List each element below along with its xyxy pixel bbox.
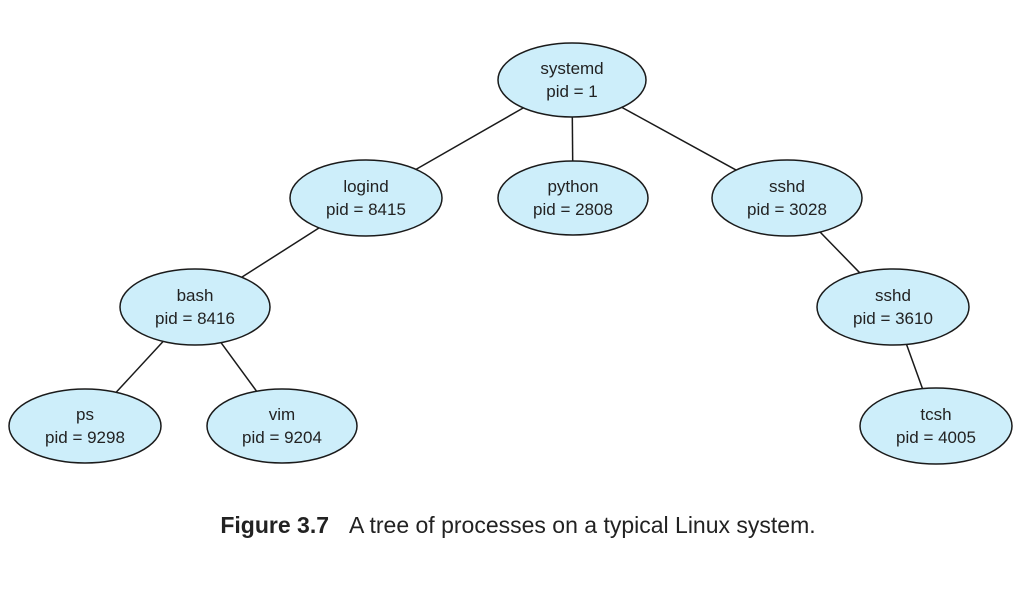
process-name: logind (343, 177, 388, 196)
process-pid: pid = 2808 (533, 200, 613, 219)
process-pid: pid = 8416 (155, 309, 235, 328)
process-node-ellipse (497, 160, 649, 236)
process-name: bash (177, 286, 214, 305)
edge-sshd-3028-to-sshd-3610 (819, 231, 861, 274)
process-node-ellipse (711, 159, 863, 237)
process-name: vim (269, 405, 295, 424)
process-node-ellipse (816, 268, 970, 346)
process-node-tcsh: tcsh pid = 4005 (859, 387, 1013, 465)
process-node-systemd: systemd pid = 1 (497, 42, 647, 118)
process-node-logind: logind pid = 8415 (289, 159, 443, 237)
edge-systemd-to-sshd-3028 (621, 106, 737, 171)
process-pid: pid = 3028 (747, 200, 827, 219)
process-pid: pid = 9204 (242, 428, 322, 447)
tree-edges (115, 106, 924, 393)
process-pid: pid = 9298 (45, 428, 125, 447)
process-name: sshd (769, 177, 805, 196)
process-node-sshd-3610: sshd pid = 3610 (816, 268, 970, 346)
process-name: tcsh (920, 405, 951, 424)
process-name: systemd (540, 59, 603, 78)
process-node-bash: bash pid = 8416 (119, 268, 271, 346)
process-node-ps: ps pid = 9298 (8, 388, 162, 464)
process-pid: pid = 3610 (853, 309, 933, 328)
process-name: sshd (875, 286, 911, 305)
process-node-vim: vim pid = 9204 (206, 388, 358, 464)
edge-systemd-to-logind (415, 107, 524, 171)
figure-caption-text: A tree of processes on a typical Linux s… (349, 512, 816, 538)
process-node-sshd-3028: sshd pid = 3028 (711, 159, 863, 237)
process-name: ps (76, 405, 94, 424)
process-name: python (547, 177, 598, 196)
process-node-ellipse (289, 159, 443, 237)
process-node-ellipse (497, 42, 647, 118)
process-pid: pid = 8415 (326, 200, 406, 219)
process-pid: pid = 4005 (896, 428, 976, 447)
figure-caption: Figure 3.7 A tree of processes on a typic… (0, 512, 1036, 539)
process-node-ellipse (8, 388, 162, 464)
process-node-ellipse (859, 387, 1013, 465)
figure-label: Figure 3.7 (220, 512, 330, 538)
process-pid: pid = 1 (546, 82, 598, 101)
process-node-ellipse (119, 268, 271, 346)
process-node-python: python pid = 2808 (497, 160, 649, 236)
edge-sshd-3610-to-tcsh (905, 344, 924, 389)
edge-logind-to-bash (241, 227, 320, 278)
process-node-ellipse (206, 388, 358, 464)
edge-bash-to-ps (115, 340, 164, 393)
tree-nodes: systemd pid = 1 logind pid = 8415 python pid … (8, 42, 1013, 465)
edge-bash-to-vim (220, 342, 258, 392)
